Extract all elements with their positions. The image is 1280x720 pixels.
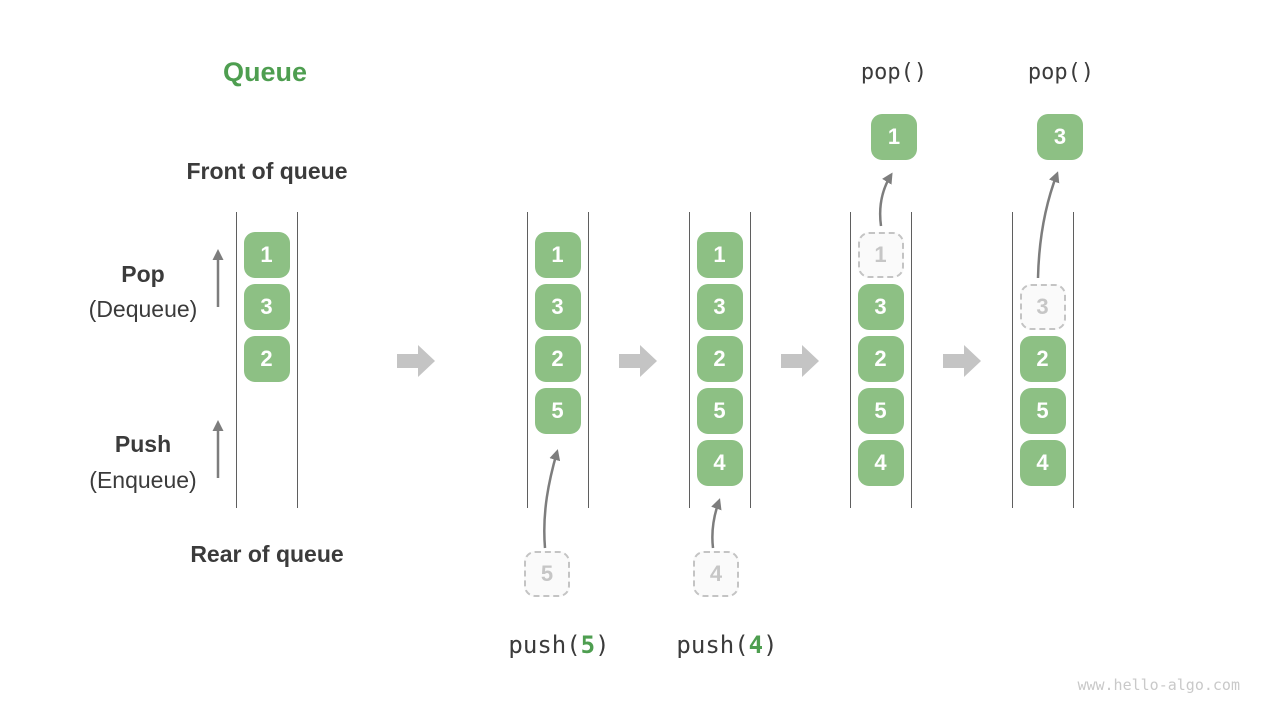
pop-call-label-2: pop()	[1027, 60, 1095, 85]
push-call-label-5: push(5)	[508, 631, 609, 659]
queue-cell: 1	[696, 232, 743, 278]
queue-column-3: 1 3 2 5 4	[689, 212, 751, 508]
queue-cell: 2	[534, 336, 581, 382]
queue-cell: 1	[534, 232, 581, 278]
queue-cell: 3	[696, 284, 743, 330]
push-call-label-4: push(4)	[676, 631, 777, 659]
queue-cell: 3	[534, 284, 581, 330]
queue-cell: 1	[243, 232, 290, 278]
queue-column-4: 1 3 2 5 4	[850, 212, 912, 508]
push-call-open: push(	[508, 631, 581, 659]
queue-cell: 2	[696, 336, 743, 382]
queue-cell: 4	[1019, 440, 1066, 486]
push-call-arg: 4	[748, 631, 764, 659]
staged-element-5: 5	[524, 551, 570, 597]
staged-element-4: 4	[693, 551, 739, 597]
next-state-arrow-icon	[943, 345, 981, 377]
pop-label: Pop	[121, 261, 165, 287]
queue-cell: 5	[1019, 388, 1066, 434]
push-call-close: )	[595, 631, 610, 659]
queue-cell: 5	[534, 388, 581, 434]
queue-cell: 4	[696, 440, 743, 486]
rear-of-queue-label: Rear of queue	[190, 541, 344, 567]
queue-cell: 2	[857, 336, 904, 382]
queue-cell-removed: 3	[1019, 284, 1066, 330]
popped-element-3: 3	[1037, 114, 1083, 160]
queue-cell: 5	[857, 388, 904, 434]
queue-cell-removed: 1	[857, 232, 904, 278]
watermark: www.hello-algo.com	[1077, 676, 1240, 694]
next-state-arrow-icon	[619, 345, 657, 377]
queue-column-1: 1 3 2	[236, 212, 298, 508]
push-call-open: push(	[676, 631, 749, 659]
queue-cell: 3	[857, 284, 904, 330]
queue-cell: 4	[857, 440, 904, 486]
front-of-queue-label: Front of queue	[186, 158, 348, 184]
pop-call-label-1: pop()	[860, 60, 928, 85]
diagram-title: Queue	[222, 57, 308, 87]
queue-cell: 3	[243, 284, 290, 330]
queue-cell: 5	[696, 388, 743, 434]
push-call-close: )	[763, 631, 778, 659]
queue-cell: 2	[1019, 336, 1066, 382]
push-label: Push	[114, 431, 172, 457]
next-state-arrow-icon	[397, 345, 435, 377]
next-state-arrow-icon	[781, 345, 819, 377]
queue-column-2: 1 3 2 5	[527, 212, 589, 508]
queue-column-5: 3 2 5 4	[1012, 212, 1074, 508]
queue-cell: 2	[243, 336, 290, 382]
popped-element-1: 1	[871, 114, 917, 160]
enqueue-label: (Enqueue)	[89, 467, 197, 493]
push-call-arg: 5	[580, 631, 596, 659]
push-4-arrow-icon	[711, 498, 722, 549]
dequeue-label: (Dequeue)	[88, 296, 198, 322]
